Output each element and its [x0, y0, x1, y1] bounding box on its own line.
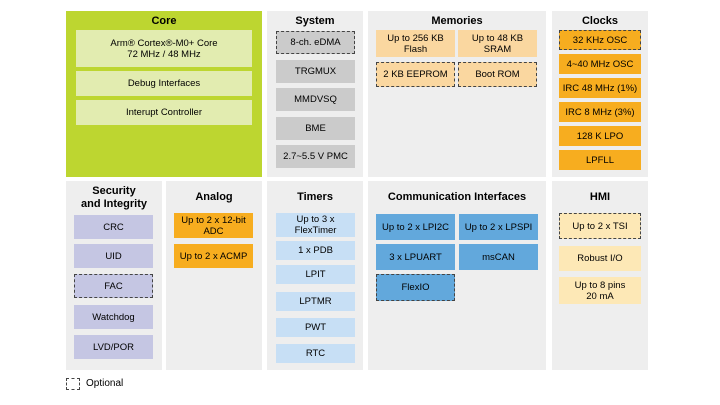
pwt-block: PWT: [276, 318, 355, 337]
pdb-block: 1 x PDB: [276, 241, 355, 260]
tsi-block: Up to 2 x TSI: [559, 213, 641, 239]
mscan-block: msCAN: [459, 244, 538, 270]
timers-panel: Timers Up to 3 x FlexTimer 1 x PDB LPIT …: [267, 181, 363, 370]
robust-io-block: Robust I/O: [559, 246, 641, 271]
fac-block: FAC: [74, 274, 153, 298]
lvd-por-block: LVD/POR: [74, 335, 153, 359]
optional-legend-label: Optional: [86, 378, 124, 389]
clock-32khz-osc-block: 32 KHz OSC: [559, 30, 641, 50]
lpi2c-block: Up to 2 x LPI2C: [376, 214, 455, 240]
system-pmc-block: 2.7~5.5 V PMC: [276, 145, 355, 168]
system-edma-block: 8-ch. eDMA: [276, 31, 355, 54]
flexio-block: FlexIO: [376, 274, 455, 301]
high-drive-pins-block: Up to 8 pins 20 mA: [559, 277, 641, 304]
system-trgmux-block: TRGMUX: [276, 60, 355, 83]
adc-block: Up to 2 x 12-bit ADC: [174, 213, 253, 238]
boot-rom-block: Boot ROM: [458, 62, 537, 87]
lpspi-block: Up to 2 x LPSPI: [459, 214, 538, 240]
clock-lpo-block: 128 K LPO: [559, 126, 641, 146]
flextimer-block: Up to 3 x FlexTimer: [276, 213, 355, 237]
timers-title: Timers: [297, 191, 333, 203]
watchdog-block: Watchdog: [74, 305, 153, 329]
flash-block: Up to 256 KB Flash: [376, 30, 455, 57]
lpuart-block: 3 x LPUART: [376, 244, 455, 270]
analog-title: Analog: [195, 191, 233, 203]
lptmr-block: LPTMR: [276, 292, 355, 311]
hmi-title: HMI: [589, 191, 611, 203]
system-bme-block: BME: [276, 117, 355, 140]
lpit-block: LPIT: [276, 265, 355, 284]
eeprom-block: 2 KB EEPROM: [376, 62, 455, 87]
communication-title: Communication Interfaces: [387, 191, 527, 203]
cpu-core-block: Arm® Cortex®-M0+ Core 72 MHz / 48 MHz: [76, 30, 252, 67]
memories-title: Memories: [431, 15, 483, 27]
clock-irc8-block: IRC 8 MHz (3%): [559, 102, 641, 122]
clocks-panel: Clocks 32 KHz OSC 4~40 MHz OSC IRC 48 MH…: [552, 11, 648, 177]
clock-lpfll-block: LPFLL: [559, 150, 641, 170]
system-title: System: [295, 15, 335, 27]
acmp-block: Up to 2 x ACMP: [174, 244, 253, 268]
core-title: Core: [151, 15, 177, 27]
communication-panel: Communication Interfaces Up to 2 x LPI2C…: [368, 181, 546, 370]
system-panel: System 8-ch. eDMA TRGMUX MMDVSQ BME 2.7~…: [267, 11, 363, 177]
security-panel: Security and Integrity CRC UID FAC Watch…: [66, 181, 162, 370]
uid-block: UID: [74, 244, 153, 268]
clock-irc48-block: IRC 48 MHz (1%): [559, 78, 641, 98]
system-mmdvsq-block: MMDVSQ: [276, 88, 355, 111]
core-panel: Core Arm® Cortex®-M0+ Core 72 MHz / 48 M…: [66, 11, 262, 177]
crc-block: CRC: [74, 215, 153, 239]
sram-block: Up to 48 KB SRAM: [458, 30, 537, 57]
analog-panel: Analog Up to 2 x 12-bit ADC Up to 2 x AC…: [166, 181, 262, 370]
interrupt-controller-block: Interupt Controller: [76, 100, 252, 125]
clock-4-40mhz-osc-block: 4~40 MHz OSC: [559, 54, 641, 74]
security-title: Security and Integrity: [80, 185, 147, 210]
optional-legend-swatch: [66, 378, 80, 390]
rtc-block: RTC: [276, 344, 355, 363]
debug-interfaces-block: Debug Interfaces: [76, 71, 252, 96]
memories-panel: Memories Up to 256 KB Flash Up to 48 KB …: [368, 11, 546, 177]
hmi-panel: HMI Up to 2 x TSI Robust I/O Up to 8 pin…: [552, 181, 648, 370]
clocks-title: Clocks: [581, 15, 619, 27]
